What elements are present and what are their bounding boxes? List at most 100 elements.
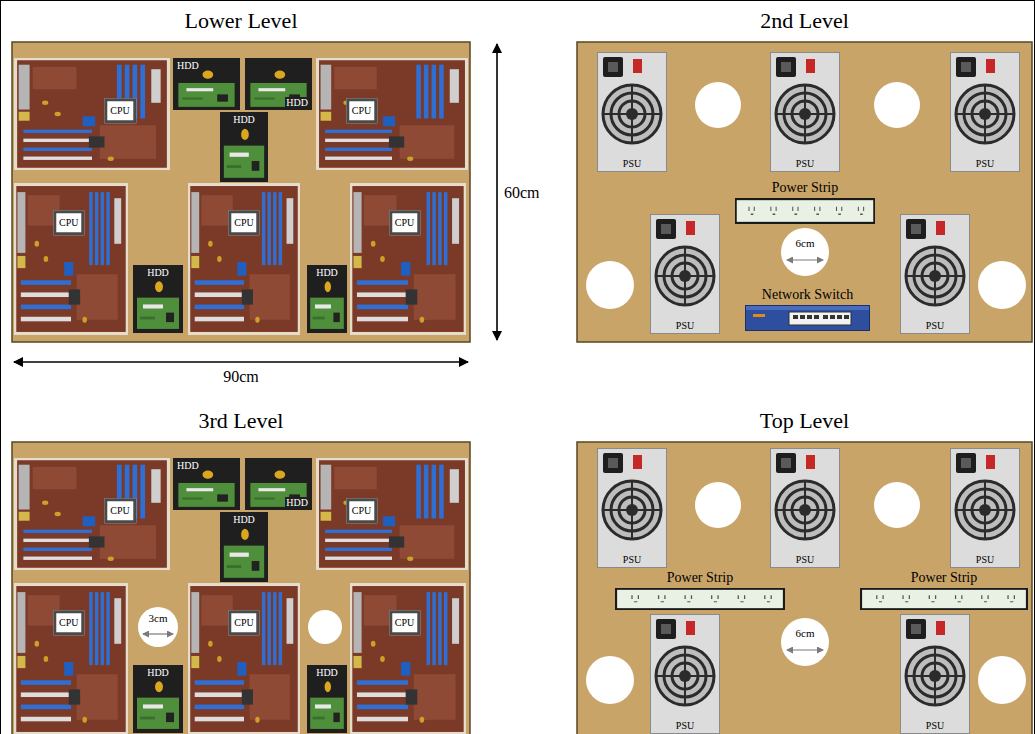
motherboard-image — [14, 458, 170, 570]
hdd-label: HDD — [232, 114, 256, 126]
hdd-label: HDD — [146, 667, 170, 679]
level-panel: Top LevelPSUPSUPSUPower StripPower Strip… — [577, 442, 1032, 734]
hdd-label: HDD — [176, 60, 200, 72]
cpu-label: CPU — [104, 498, 135, 524]
vent-hole — [586, 261, 634, 309]
hdd-label: HDD — [146, 267, 170, 279]
motherboard: CPU — [316, 58, 468, 170]
hdd-image — [173, 58, 240, 110]
diameter-arrow — [787, 649, 823, 650]
panel-board — [12, 42, 470, 342]
psu-label: PSU — [975, 158, 995, 170]
power-supply: PSU — [597, 52, 667, 172]
hdd-image — [173, 458, 240, 510]
motherboard: CPU — [188, 183, 300, 335]
hard-drive: HDD — [133, 265, 183, 333]
psu-image — [651, 615, 720, 734]
power-supply: PSU — [650, 614, 720, 734]
psu-label: PSU — [622, 554, 642, 566]
hdd-label: HDD — [232, 514, 256, 526]
cpu-label: CPU — [104, 98, 135, 124]
vent-hole — [874, 482, 920, 528]
power-supply: PSU — [900, 214, 970, 334]
cpu-label: CPU — [53, 610, 84, 636]
vent-hole — [781, 228, 829, 276]
vent-hole — [695, 82, 741, 128]
hard-drive: HDD — [245, 58, 312, 110]
hdd-image — [220, 512, 268, 582]
power-strip-image — [616, 589, 784, 609]
power-supply: PSU — [770, 52, 840, 172]
cpu-label: CPU — [389, 610, 420, 636]
level-panel: 3rd LevelCPUHDDHDDCPUHDDCPU3cmHDDCPUHDDC… — [12, 442, 470, 734]
dimension-label: 60cm — [504, 184, 540, 202]
power-supply: PSU — [597, 448, 667, 568]
power-strip-image — [861, 589, 1027, 609]
vent-hole: 3cm — [138, 607, 178, 647]
cpu-label: CPU — [53, 210, 84, 236]
psu-label: PSU — [975, 554, 995, 566]
psu-image — [951, 53, 1020, 172]
hdd-image — [133, 665, 183, 733]
diameter-arrow — [143, 633, 173, 634]
psu-label: PSU — [925, 320, 945, 332]
motherboard-image — [350, 183, 466, 335]
hdd-label: HDD — [285, 497, 309, 509]
psu-label: PSU — [675, 720, 695, 732]
power-supply: PSU — [770, 448, 840, 568]
motherboard-image — [316, 58, 468, 170]
motherboard: CPU — [350, 183, 466, 335]
power-supply: PSU — [950, 448, 1020, 568]
hdd-image — [307, 665, 347, 733]
vent-hole: 6cm — [781, 228, 829, 276]
power-strip: Power Strip — [615, 588, 785, 610]
psu-image — [651, 215, 720, 334]
psu-image — [901, 615, 970, 734]
hdd-label: HDD — [315, 267, 339, 279]
power-supply: PSU — [950, 52, 1020, 172]
strip-label: Power Strip — [772, 180, 839, 196]
motherboard-image — [14, 58, 170, 170]
motherboard: CPU — [188, 583, 300, 734]
vent-hole — [781, 618, 829, 666]
hard-drive: HDD — [173, 458, 240, 510]
hdd-image — [133, 265, 183, 333]
level-panel: 2nd LevelPSUPSUPSUPower StripPSU6cmPSUNe… — [577, 42, 1032, 342]
cpu-label: CPU — [389, 210, 420, 236]
hdd-image — [307, 265, 347, 333]
cpu-label: CPU — [346, 98, 377, 124]
motherboard: CPU — [350, 583, 466, 734]
hard-drive: HDD — [173, 58, 240, 110]
motherboard: CPU — [14, 583, 128, 734]
power-strip: Power Strip — [860, 588, 1028, 610]
vent-hole — [138, 607, 178, 647]
panel-board — [577, 42, 1032, 342]
hdd-label: HDD — [315, 667, 339, 679]
power-strip: Power Strip — [735, 198, 875, 224]
switch-image — [746, 306, 870, 331]
psu-label: PSU — [622, 158, 642, 170]
hole-dimension: 6cm — [796, 627, 815, 640]
hdd-label: HDD — [176, 460, 200, 472]
psu-image — [771, 53, 840, 172]
vent-hole — [308, 610, 342, 644]
hole-dimension: 6cm — [796, 237, 815, 250]
strip-label: Power Strip — [667, 570, 734, 586]
psu-image — [901, 215, 970, 334]
psu-image — [951, 449, 1020, 568]
motherboard-image — [14, 583, 128, 734]
motherboard-image — [316, 458, 468, 570]
panel-board — [577, 442, 1032, 734]
motherboard: CPU — [14, 183, 128, 335]
hard-drive: HDD — [220, 512, 268, 582]
panel-board — [12, 442, 470, 734]
level-title: Lower Level — [12, 8, 470, 33]
switch-label: Network Switch — [762, 287, 853, 303]
hard-drive: HDD — [220, 112, 268, 182]
vent-hole — [978, 656, 1026, 704]
psu-image — [598, 449, 667, 568]
psu-label: PSU — [795, 554, 815, 566]
hard-drive: HDD — [307, 665, 347, 733]
motherboard: CPU — [316, 458, 468, 570]
